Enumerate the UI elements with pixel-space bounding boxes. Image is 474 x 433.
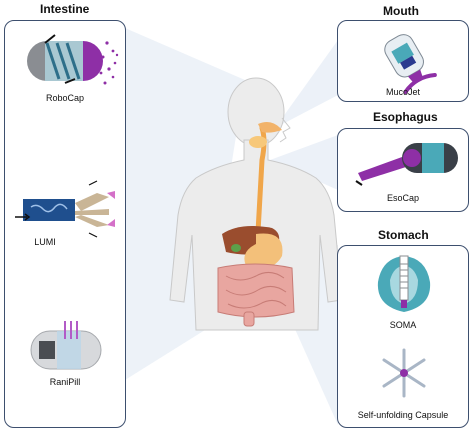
esophagus-heading: Esophagus bbox=[373, 110, 438, 124]
robocap-label: RoboCap bbox=[45, 93, 85, 103]
soma-icon bbox=[377, 255, 431, 312]
mouth-heading: Mouth bbox=[383, 4, 419, 18]
lumi-icon bbox=[15, 180, 115, 238]
esocap-icon bbox=[355, 143, 458, 186]
ranipill-icon bbox=[30, 321, 102, 370]
nose-mouth-profile bbox=[279, 117, 291, 143]
stomach-panel: SOMA Self-unfolding Capsule bbox=[337, 245, 469, 428]
self-unfolding-capsule-label: Self-unfolding Capsule bbox=[357, 410, 449, 420]
esophagus-panel: EsoCap bbox=[337, 128, 469, 212]
robocap-icon bbox=[27, 34, 119, 85]
stomach-organ bbox=[244, 233, 283, 269]
soma-label: SOMA bbox=[389, 320, 417, 330]
mucojet-icon bbox=[384, 34, 437, 94]
intestine-heading: Intestine bbox=[40, 2, 90, 16]
esophagus-connector bbox=[270, 135, 338, 190]
stomach-heading: Stomach bbox=[378, 228, 429, 242]
ranipill-label: RaniPill bbox=[49, 377, 81, 387]
mucojet-art bbox=[384, 34, 437, 94]
salivary-gland bbox=[249, 136, 267, 148]
mucojet-label: MucoJet bbox=[385, 87, 420, 97]
intestine-organ bbox=[217, 263, 295, 327]
lumi-label: LUMI bbox=[34, 237, 56, 247]
esocap-art bbox=[355, 143, 458, 186]
stomach-device-art bbox=[377, 255, 431, 398]
intestine-device-art bbox=[15, 34, 119, 370]
self-unfolding-capsule-icon bbox=[382, 348, 426, 398]
mouth-cavity bbox=[258, 122, 282, 133]
esocap-label: EsoCap bbox=[386, 193, 420, 203]
mouth-panel: MucoJet bbox=[337, 20, 469, 102]
mouth-connector bbox=[275, 40, 338, 128]
gallbladder-organ bbox=[231, 244, 241, 252]
intestine-panel: RoboCap LUMI RaniPill bbox=[4, 20, 126, 428]
